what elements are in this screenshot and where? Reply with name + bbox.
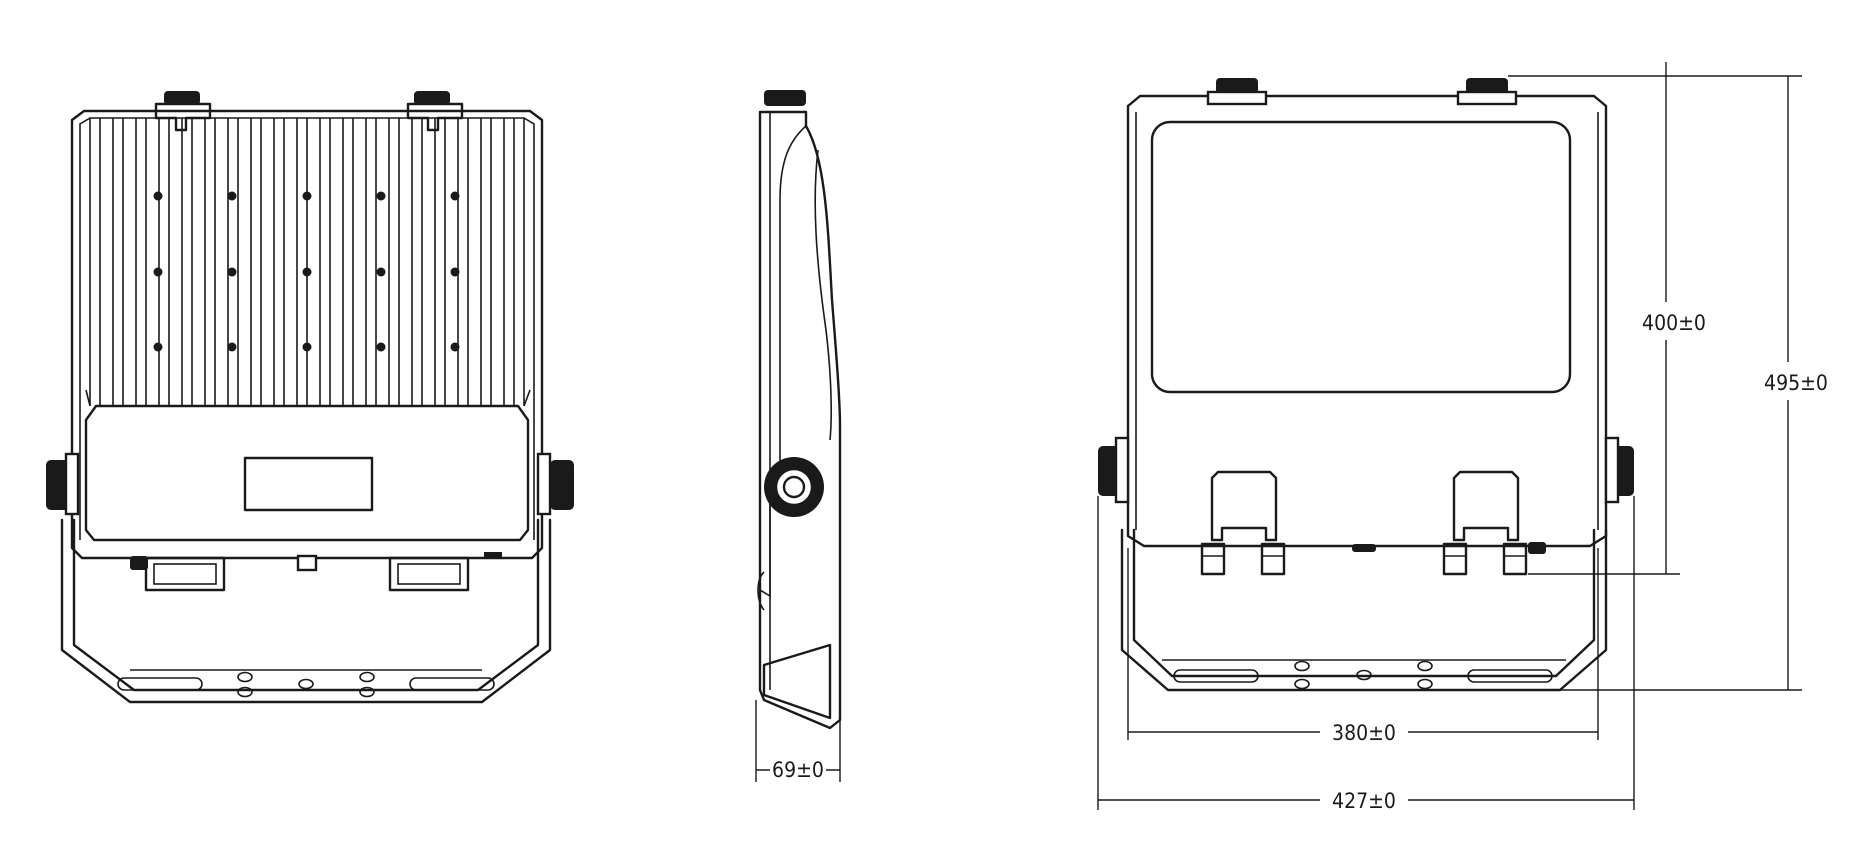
side-view bbox=[757, 90, 842, 730]
rear-hinge-left bbox=[144, 556, 226, 592]
dimension-overall-height: 495±0 bbox=[1544, 75, 1828, 691]
dimension-overall-width-label: 427±0 bbox=[1332, 789, 1396, 813]
rear-driver-box bbox=[84, 404, 530, 542]
rear-side-knob-right bbox=[550, 460, 574, 510]
side-housing bbox=[758, 110, 842, 730]
dimension-overall-height-label: 495±0 bbox=[1764, 371, 1828, 395]
side-top-knob bbox=[764, 90, 806, 106]
dimension-led-panel-height-label: 400±0 bbox=[1642, 311, 1706, 335]
front-bracket-slot-left bbox=[1173, 669, 1259, 683]
front-hinge-left bbox=[1200, 470, 1286, 576]
front-view bbox=[1098, 78, 1634, 692]
front-top-knob-left bbox=[1216, 78, 1258, 94]
dimension-side-depth-label: 69±0 bbox=[772, 758, 824, 782]
front-housing bbox=[1126, 94, 1608, 548]
front-bracket-slot-right bbox=[1467, 669, 1553, 683]
rear-hinge-right bbox=[388, 556, 470, 592]
front-side-knob-left bbox=[1098, 446, 1120, 496]
dimension-led-panel-height: 400±0 bbox=[1508, 62, 1706, 575]
rear-screws bbox=[153, 191, 460, 352]
front-led-window bbox=[1150, 120, 1572, 394]
rear-bracket-slot-left bbox=[117, 677, 203, 691]
dimension-overall-width: 427±0 bbox=[1097, 496, 1635, 813]
rear-housing bbox=[70, 109, 544, 560]
rear-side-knob-left bbox=[46, 460, 70, 510]
rear-label-plate bbox=[243, 456, 374, 512]
front-top-knob-right bbox=[1466, 78, 1508, 94]
rear-top-knob-left bbox=[164, 91, 200, 105]
rear-heatsink-fins bbox=[89, 118, 525, 406]
rear-bracket bbox=[60, 518, 552, 704]
rear-view bbox=[46, 91, 574, 704]
rear-top-knob-right bbox=[414, 91, 450, 105]
front-hinge-right bbox=[1442, 470, 1528, 576]
front-bracket bbox=[1120, 528, 1608, 692]
rear-bracket-slot-right bbox=[409, 677, 495, 691]
dimension-bracket-width: 380±0 bbox=[1127, 548, 1599, 745]
dimension-bracket-width-label: 380±0 bbox=[1332, 721, 1396, 745]
dimension-side-depth: 69±0 bbox=[755, 700, 841, 782]
